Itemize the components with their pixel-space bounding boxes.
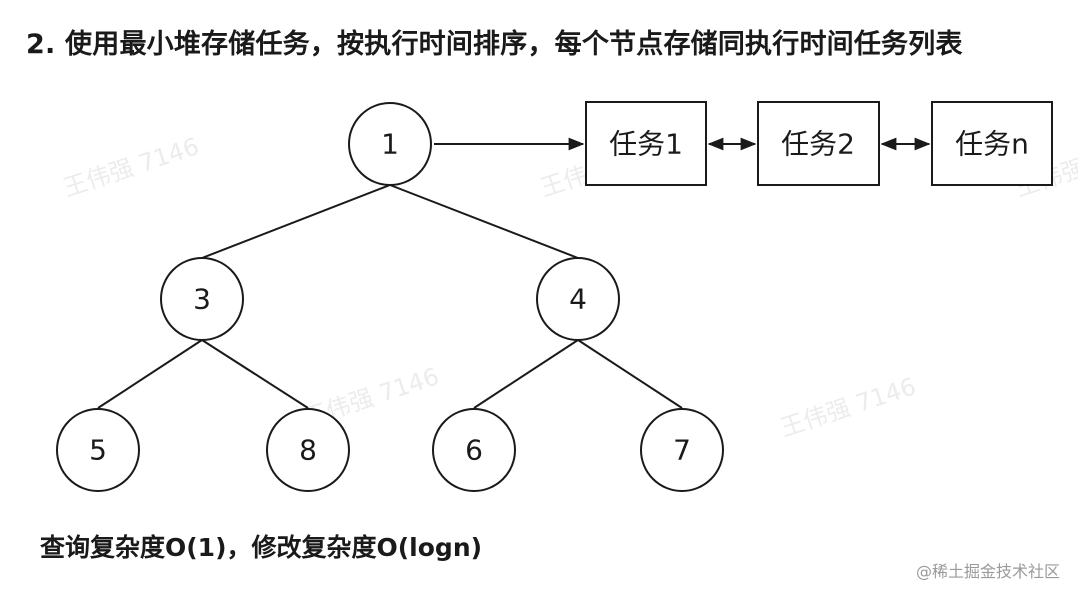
heap-node: 6 bbox=[432, 408, 516, 492]
heap-node-label: 7 bbox=[673, 434, 691, 467]
heap-node: 8 bbox=[266, 408, 350, 492]
task-label: 任务n bbox=[955, 128, 1029, 161]
tree-edge bbox=[201, 339, 309, 409]
tree-edge bbox=[97, 339, 203, 409]
heap-node-label: 4 bbox=[569, 283, 587, 316]
page-title: 2. 使用最小堆存储任务，按执行时间排序，每个节点存储同执行时间任务列表 bbox=[26, 29, 963, 60]
heap-node: 3 bbox=[160, 257, 244, 341]
task-box: 任务n bbox=[931, 101, 1053, 186]
heap-node-label: 5 bbox=[89, 434, 107, 467]
heap-node-root: 1 bbox=[348, 102, 432, 186]
complexity-note: 查询复杂度O(1)，修改复杂度O(logn) bbox=[40, 533, 483, 562]
tree-edge bbox=[201, 184, 391, 259]
task-box: 任务1 bbox=[585, 101, 707, 186]
heap-node: 5 bbox=[56, 408, 140, 492]
tree-edge bbox=[389, 184, 579, 259]
heap-node-label: 6 bbox=[465, 434, 483, 467]
source-credit: @稀土掘金技术社区 bbox=[915, 562, 1060, 581]
heap-node: 7 bbox=[640, 408, 724, 492]
heap-node-label: 3 bbox=[193, 283, 211, 316]
tree-edge bbox=[577, 339, 683, 409]
heap-node: 4 bbox=[536, 257, 620, 341]
task-box: 任务2 bbox=[757, 101, 880, 186]
task-label: 任务2 bbox=[781, 128, 855, 161]
task-label: 任务1 bbox=[609, 128, 683, 161]
tree-edge bbox=[473, 339, 579, 409]
heap-node-label: 1 bbox=[381, 128, 399, 161]
heap-node-label: 8 bbox=[299, 434, 317, 467]
